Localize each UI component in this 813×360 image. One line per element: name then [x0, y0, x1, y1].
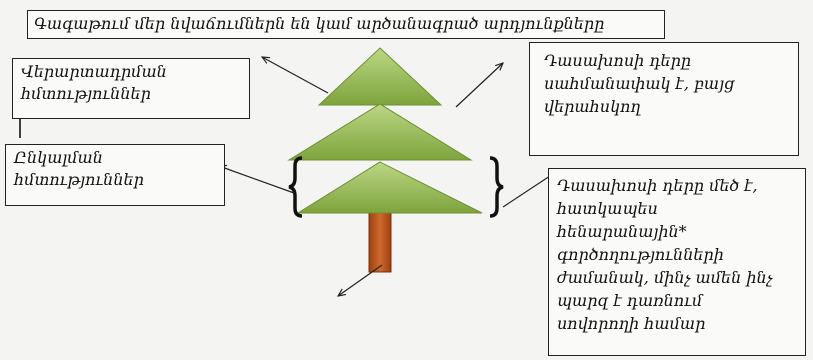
label-line: հենարանային* — [557, 222, 687, 241]
label-line: ժամանակ, մինչ ամեն ինչ — [557, 268, 773, 287]
label-line: հմտություններ — [14, 170, 144, 189]
tree-tier-top — [317, 47, 443, 106]
right-brace — [489, 156, 504, 218]
label-line: Դասախոսի դերը — [544, 51, 692, 70]
tree-trunk — [368, 211, 392, 273]
label-line: Դասախոսի դերը մեծ է, — [557, 176, 758, 195]
label-line: գործողությունների — [557, 245, 724, 264]
label-line: պարզ է դառնում — [557, 291, 703, 310]
arrow-down-left — [338, 264, 383, 296]
tree-tier-middle — [287, 103, 473, 161]
arrow-to-middle-left — [219, 166, 295, 194]
label-line: հմտություններ — [21, 84, 151, 103]
title-text: Գագաթում մեր նվաճումներն են կամ արծանագր… — [34, 14, 605, 33]
label-line: վերահսկող — [544, 97, 641, 116]
left-brace — [288, 156, 303, 218]
title-box: Գագաթում մեր նվաճումներն են կամ արծանագր… — [27, 10, 665, 39]
label-line: սահմանափակ է, բայց — [544, 74, 735, 93]
label-box-reproduction-skills: Վերարտադրման հմտություններ — [12, 58, 250, 119]
arrow-to-top-right — [455, 63, 503, 108]
arrow-to-bottom-right — [502, 172, 556, 208]
label-box-lecturer-limited-role: Դասախոսի դերը սահմանափակ է, բայց վերահսկ… — [529, 42, 799, 156]
tree-tier-bottom — [296, 161, 483, 214]
label-box-lecturer-major-role: Դասախոսի դերը մեծ է, հատկապես հենարանայի… — [548, 168, 806, 356]
label-line: սովորողի համար — [557, 314, 706, 333]
label-line: հատկապես — [557, 199, 658, 218]
label-line: Վերարտադրման — [21, 62, 167, 81]
label-line: Ընկալման — [14, 148, 103, 167]
label-box-perception-skills: Ընկալման հմտություններ — [5, 144, 225, 206]
arrow-to-top-left — [262, 57, 329, 94]
